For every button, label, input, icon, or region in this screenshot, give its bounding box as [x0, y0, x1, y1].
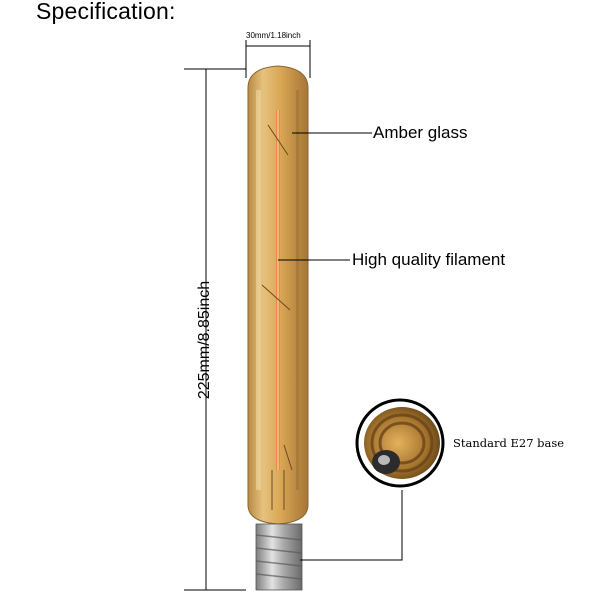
base-closeup — [355, 398, 445, 488]
callout-leaders — [278, 132, 403, 561]
height-dimension-line — [184, 68, 246, 591]
base-callout: Standard E27 base — [453, 436, 565, 450]
width-dimension-label: 30mm/1.18inch — [246, 31, 301, 40]
page-title: Specification: — [36, 0, 176, 24]
filament — [261, 110, 293, 510]
e27-base — [255, 523, 303, 591]
amber-glass-callout: Amber glass — [373, 123, 468, 142]
filament-callout: High quality filament — [352, 250, 506, 269]
width-dimension-line — [245, 40, 311, 78]
